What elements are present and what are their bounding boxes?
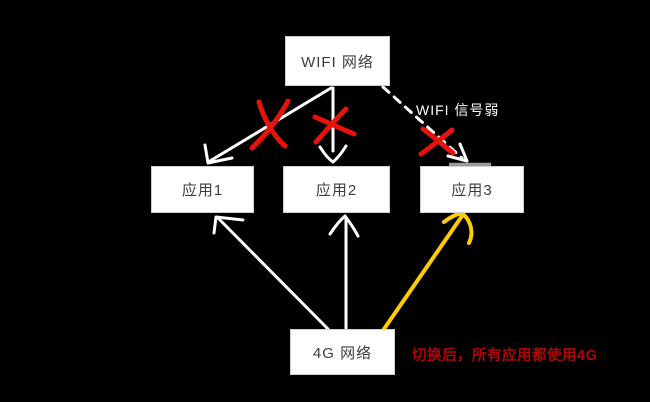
edge-4g-to-app2 (328, 214, 360, 331)
node-app2-label: 应用2 (315, 182, 358, 199)
edge-4g-to-app1 (212, 215, 330, 331)
node-wifi-network: WIFI 网络 (285, 36, 390, 86)
node-app3: 应用3 (420, 166, 524, 213)
node-wifi-network-label: WIFI 网络 (301, 53, 374, 71)
node-4g-network-label: 4G 网络 (312, 344, 373, 362)
node-app1-label: 应用1 (181, 182, 224, 199)
node-4g-network: 4G 网络 (290, 329, 395, 375)
edge-wifi-to-app3-dashed (381, 85, 491, 167)
node-app2: 应用2 (283, 166, 390, 213)
red-x-mark-app1 (249, 98, 291, 151)
node-app1: 应用1 (151, 166, 254, 213)
node-app3-label: 应用3 (451, 182, 493, 199)
red-x-mark-app3 (418, 126, 456, 157)
wifi-weak-signal-label: WIFI 信号弱 (416, 102, 500, 118)
red-x-mark-app2 (312, 106, 357, 145)
switch-note-label: 切换后，所有应用都使用4G (412, 348, 598, 364)
edge-4g-to-app3-yellow (382, 211, 474, 331)
